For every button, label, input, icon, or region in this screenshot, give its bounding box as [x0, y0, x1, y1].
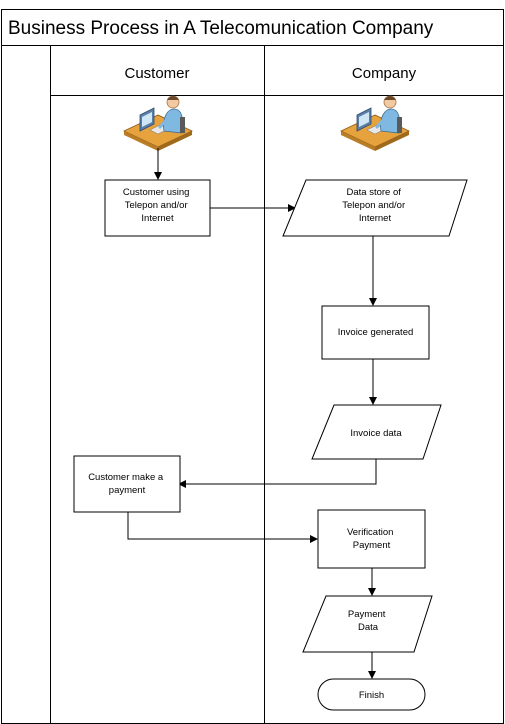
arrowhead [154, 172, 162, 180]
node-label-line: Telepon and/or [125, 200, 188, 211]
data-parallelogram [302, 595, 433, 653]
monitor-screen [142, 112, 152, 127]
person-hair [167, 96, 179, 100]
node-label: Invoice generated [338, 327, 414, 338]
node-label-line: Payment [348, 609, 386, 620]
node-label-line: Invoice generated [338, 327, 414, 338]
data-store-of-telepon: Data store of Telepon and/or Internet [282, 179, 468, 237]
process-box [321, 305, 430, 360]
process-invoice-generated: Invoice generated [321, 305, 430, 360]
process-customer-using: Customer using Telepon and/or Internet [104, 179, 211, 237]
node-label-line: Internet [359, 213, 392, 224]
arrowhead [368, 671, 376, 679]
node-label-line: Payment [353, 540, 391, 551]
node-label-line: Data store of [346, 187, 401, 198]
person-at-computer-icon [123, 95, 193, 151]
arrowhead [178, 480, 186, 488]
arrowhead [369, 397, 377, 405]
process-box [73, 455, 181, 513]
arrowhead [368, 588, 376, 596]
connector-invoice-data-to-customer-payment [185, 459, 377, 485]
arrowhead [310, 535, 318, 543]
desk-edge [341, 131, 375, 151]
process-box [317, 509, 426, 569]
node-label: Verification Payment [347, 527, 396, 551]
data-invoice-data: Invoice data [311, 404, 442, 460]
data-parallelogram [282, 179, 468, 237]
data-payment-data: Payment Data [302, 595, 433, 653]
person-arm [158, 117, 169, 129]
desk-edge [158, 131, 192, 151]
desk-edge [375, 131, 409, 151]
lane-header-company: Company [352, 65, 417, 82]
node-label-line: Internet [141, 213, 174, 224]
desk-edge [124, 131, 158, 151]
node-label: Invoice data [350, 428, 402, 439]
arrowhead [288, 204, 296, 212]
node-label: Data store of Telepon and/or Internet [342, 187, 408, 224]
lane-header-customer: Customer [124, 65, 189, 82]
person-arm [375, 117, 386, 129]
process-customer-make-payment: Customer make a payment [73, 455, 181, 513]
diagram-title: Business Process in A Telecomunication C… [8, 18, 434, 39]
node-label-line: Invoice data [350, 428, 402, 439]
arrowhead [369, 298, 377, 306]
node-label: Finish [359, 690, 384, 701]
person-at-computer-icon [340, 95, 410, 151]
process-box [104, 179, 211, 237]
node-label-line: Data [358, 622, 379, 633]
node-label-line: Customer make a [88, 472, 164, 483]
node-label-line: Verification [347, 527, 393, 538]
connector-customer-payment-to-verification [127, 512, 312, 540]
node-label-line: payment [109, 485, 146, 496]
terminator-finish: Finish [317, 678, 426, 711]
node-label-line: Finish [359, 690, 384, 701]
node-label: Customer using Telepon and/or Internet [123, 187, 192, 224]
person-hair [384, 96, 396, 100]
process-verification-payment: Verification Payment [317, 509, 426, 569]
data-parallelogram [311, 404, 442, 460]
node-label-line: Customer using [123, 187, 190, 198]
chair-back [180, 117, 185, 133]
chair-back [397, 117, 402, 133]
pool-frame [1, 9, 504, 724]
node-label-line: Telepon and/or [342, 200, 405, 211]
connector-lines [127, 148, 377, 679]
monitor-screen [359, 112, 369, 127]
node-label: Payment Data [348, 609, 388, 633]
terminator-pill [317, 678, 426, 711]
node-label: Customer make a payment [88, 472, 166, 496]
